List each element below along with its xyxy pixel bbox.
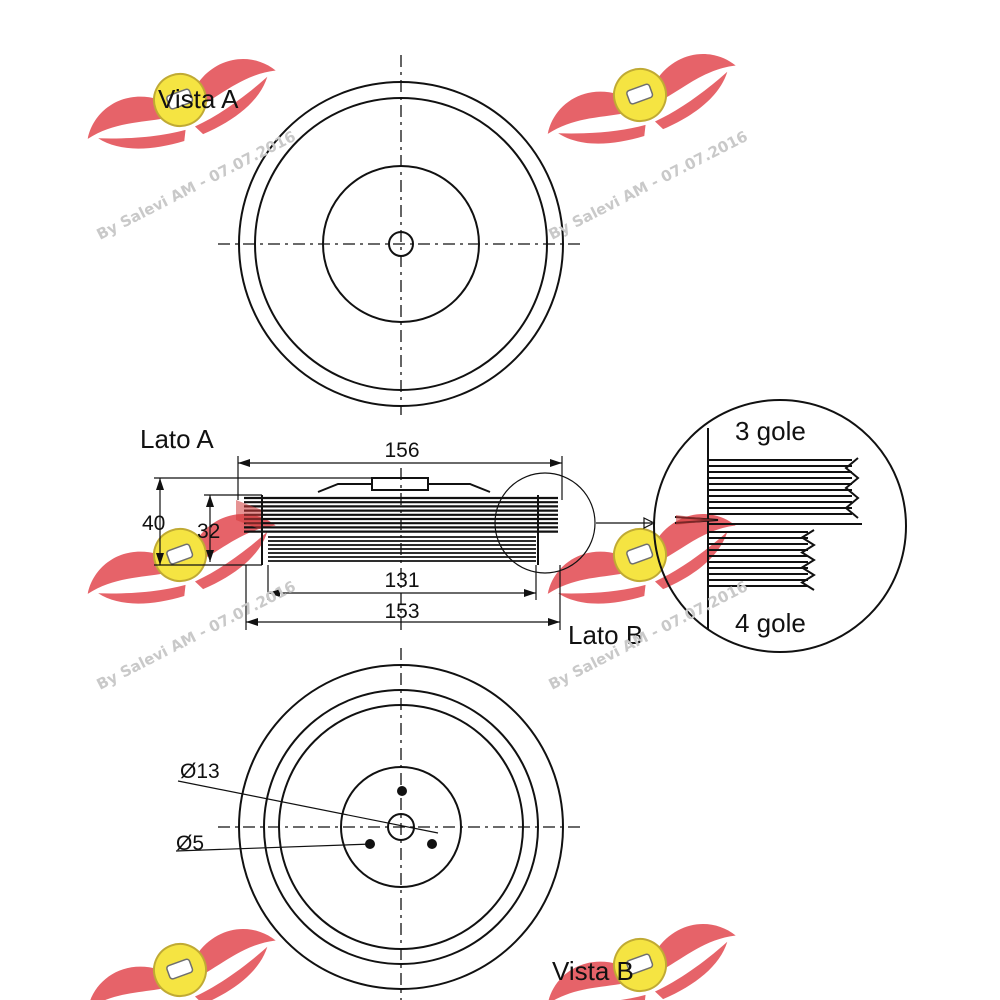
dim-inner-diameter: 131 — [384, 569, 419, 592]
watermark-text-group: By Salevi AM - 07.07.2016 By Salevi AM -… — [94, 127, 751, 693]
logo-wing-right — [656, 54, 736, 100]
detail-groove-profile — [708, 457, 862, 591]
logo-badge-emblem — [166, 88, 194, 110]
logo-wing-right — [196, 59, 276, 105]
leader-hole-small — [175, 843, 373, 852]
detail-leader-arrow — [643, 517, 656, 529]
watermark-layer — [87, 54, 736, 1000]
leader-hole-large — [177, 780, 439, 834]
logo-wing-left — [547, 961, 626, 1000]
view-b-drawing: Ø13 Ø5 — [175, 648, 582, 1000]
dim-hole-large: Ø13 — [180, 760, 220, 783]
logo-tail-right — [194, 76, 268, 135]
detail-pointer-highlight — [676, 515, 716, 525]
logo-wing-right — [656, 514, 736, 560]
logo-tail-left — [98, 584, 186, 604]
logo-tail-right — [654, 71, 728, 130]
label-side-a: Lato A — [140, 424, 214, 454]
watermark-logo — [87, 59, 276, 149]
dim-height-pulley: 32 — [197, 520, 220, 543]
watermark-logo — [547, 514, 736, 604]
logo-wing-left — [547, 91, 626, 134]
watermark-logo — [547, 924, 736, 1000]
label-grooves-4: 4 gole — [735, 608, 806, 638]
label-grooves-3: 3 gole — [735, 416, 806, 446]
side-view-hub-top — [371, 477, 429, 491]
logo-badge-emblem — [166, 543, 194, 565]
side-view-hub-shoulder — [317, 483, 491, 493]
label-view-b: Vista B — [552, 956, 634, 986]
logo-badge-emblem — [166, 958, 194, 980]
dim-outer-width: 153 — [384, 600, 419, 623]
logo-wing-right — [656, 924, 736, 970]
logo-tail-left — [558, 124, 646, 144]
logo-badge-emblem — [626, 953, 654, 975]
watermark-logo — [87, 929, 276, 1000]
view-a-drawing — [218, 55, 582, 415]
detail-view-circle — [653, 399, 907, 653]
side-view-red-highlight — [236, 500, 262, 530]
view-b-bolt-hole-top — [397, 786, 407, 796]
side-view-lower-grooves — [268, 536, 536, 562]
logo-wing-left — [87, 966, 166, 1000]
detail-view — [653, 399, 907, 653]
logo-tail-right — [654, 941, 728, 1000]
logo-tail-left — [558, 584, 646, 604]
logo-wing-left — [87, 96, 166, 139]
side-view-drawing — [236, 468, 656, 630]
logo-tail-right — [654, 531, 728, 590]
logo-badge-emblem — [626, 543, 654, 565]
watermark-text-2: By Salevi AM - 07.07.2016 — [546, 127, 751, 243]
dim-height-total: 40 — [142, 512, 165, 535]
side-view-upper-grooves — [236, 496, 558, 533]
logo-tail-right — [194, 946, 268, 1000]
view-b-bolt-hole-right — [427, 839, 437, 849]
logo-wing-right — [196, 929, 276, 975]
logo-badge-emblem — [626, 83, 654, 105]
logo-tail-right — [194, 531, 268, 590]
detail-marker-circle — [494, 472, 596, 574]
side-view-dimensions: 156 131 153 40 32 — [142, 439, 563, 630]
dim-overall-diameter: 156 — [384, 439, 419, 462]
logo-tail-left — [98, 129, 186, 149]
watermark-logo — [547, 54, 736, 144]
label-view-a: Vista A — [158, 84, 239, 114]
dim-hole-small: Ø5 — [176, 832, 204, 855]
logo-wing-left — [87, 551, 166, 594]
logo-wing-left — [547, 551, 626, 594]
label-side-b: Lato B — [568, 620, 643, 650]
